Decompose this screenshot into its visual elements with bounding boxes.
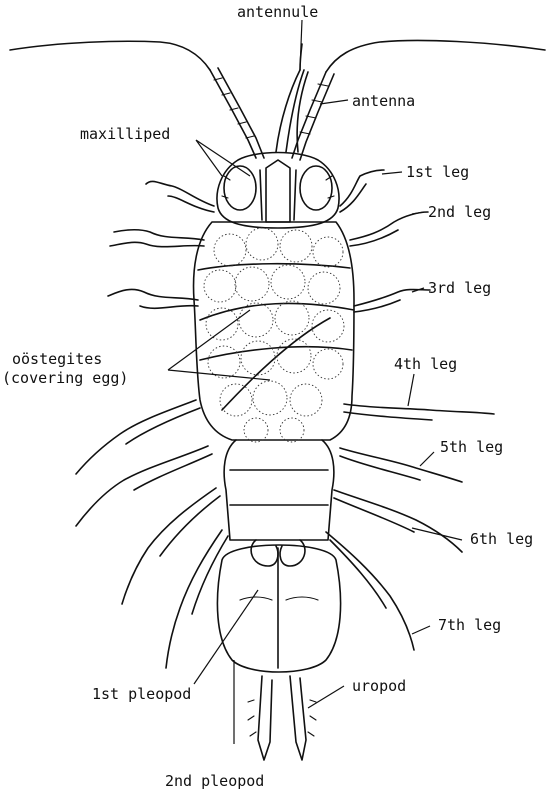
label-pleopod-2: 2nd pleopod — [165, 773, 264, 790]
label-leg-2: 2nd leg — [428, 204, 491, 221]
antennule — [276, 44, 308, 152]
label-leg-4: 4th leg — [394, 356, 457, 373]
operculum — [217, 540, 340, 672]
antenna-right — [292, 40, 545, 160]
pleon — [224, 440, 334, 540]
label-leg-6: 6th leg — [470, 531, 533, 548]
legs-anterior — [108, 170, 430, 312]
label-maxilliped: maxilliped — [80, 126, 170, 143]
label-leg-1: 1st leg — [406, 164, 469, 181]
label-pleopod-1: 1st pleopod — [92, 686, 191, 703]
label-antennule: antennule — [237, 4, 318, 21]
label-covering-egg: (covering egg) — [2, 370, 128, 387]
eggs — [204, 228, 344, 442]
label-leg-3: 3rd leg — [428, 280, 491, 297]
leader-lines — [168, 20, 462, 744]
uropods — [248, 676, 316, 760]
head — [217, 153, 339, 229]
label-uropod: uropod — [352, 678, 406, 695]
label-leg-7: 7th leg — [438, 617, 501, 634]
label-leg-5: 5th leg — [440, 439, 503, 456]
label-antenna: antenna — [352, 93, 415, 110]
label-oostegites: oöstegites — [12, 351, 102, 368]
